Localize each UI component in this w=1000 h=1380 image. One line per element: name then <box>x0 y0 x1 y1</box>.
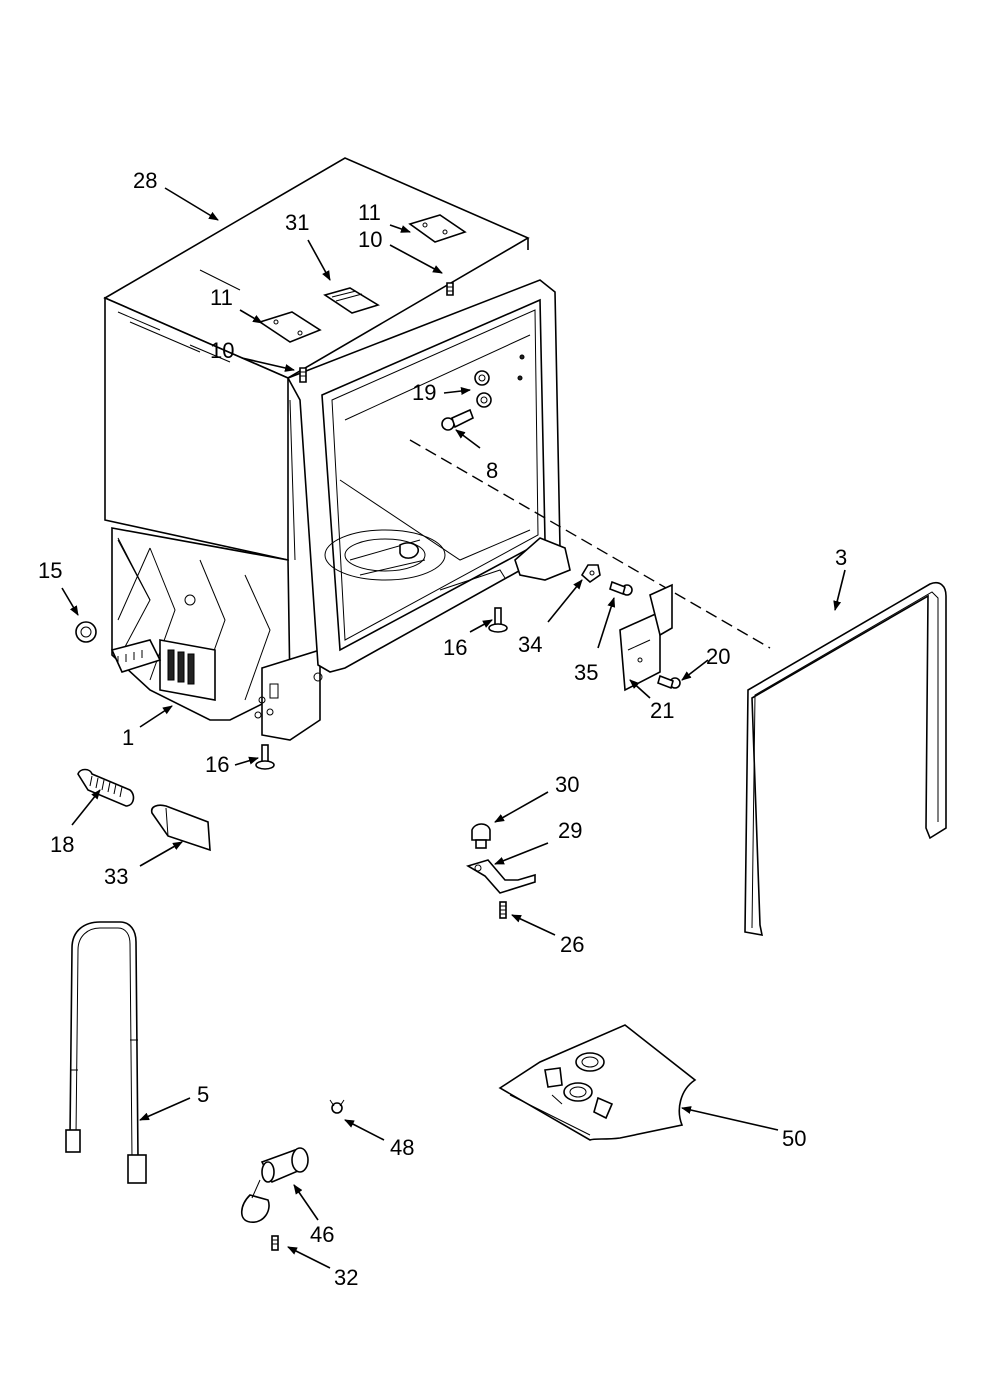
callout-35: 35 <box>574 660 598 685</box>
callout-18: 18 <box>50 832 74 857</box>
callout-11-upper: 11 <box>358 200 381 225</box>
callout-30: 30 <box>555 772 579 797</box>
callout-26: 26 <box>560 932 584 957</box>
part-16-leveling-leg-right <box>488 607 508 633</box>
part-18-spring <box>77 768 135 807</box>
tub-front-frame <box>286 279 571 682</box>
callout-34: 34 <box>518 632 542 657</box>
part-21-bracket <box>619 583 673 692</box>
callout-11-lower: 11 <box>210 285 233 310</box>
callout-10-upper: 10 <box>358 227 382 252</box>
callout-19: 19 <box>412 380 436 405</box>
part-30-thermostat <box>471 823 491 849</box>
callout-1: 1 <box>122 725 134 750</box>
part-3-door-gasket <box>744 581 947 936</box>
part-11-bracket-lower <box>258 311 322 343</box>
callout-10-lower: 10 <box>210 338 234 363</box>
callout-15: 15 <box>38 558 62 583</box>
part-8-screw <box>441 408 475 431</box>
part-11-bracket-upper <box>408 214 467 243</box>
part-19-rollers <box>474 354 525 408</box>
part-26-screw <box>499 901 507 919</box>
callout-33: 33 <box>104 864 128 889</box>
part-46-drain-connector <box>240 1147 309 1223</box>
callout-32: 32 <box>334 1265 358 1290</box>
callout-20: 20 <box>706 644 730 669</box>
callout-16-right: 16 <box>443 635 467 660</box>
part-15-leveling-foot <box>75 621 97 643</box>
callout-29: 29 <box>558 818 582 843</box>
callout-16-left: 16 <box>205 752 229 777</box>
callout-8: 8 <box>486 458 498 483</box>
part-29-bracket <box>466 859 536 894</box>
callout-48: 48 <box>390 1135 414 1160</box>
part-20-screw <box>657 674 681 690</box>
part-50-parts-bag <box>498 1024 697 1141</box>
part-10-screw-lower <box>299 367 307 383</box>
assembly-centerline <box>409 439 771 649</box>
part-16-leveling-leg-left <box>255 744 275 770</box>
callout-21: 21 <box>650 698 674 723</box>
callout-46: 46 <box>310 1222 334 1247</box>
part-32-screw <box>271 1235 279 1251</box>
callout-50: 50 <box>782 1126 806 1151</box>
part-35-screw <box>609 580 633 596</box>
callout-3: 3 <box>835 545 847 570</box>
callout-leaders <box>61 187 846 1269</box>
callout-31: 31 <box>285 210 309 235</box>
part-34-clip <box>580 564 601 584</box>
tub-assembly <box>103 157 530 741</box>
callout-5: 5 <box>197 1082 209 1107</box>
part-31-pad <box>323 287 380 314</box>
part-48-clamp <box>329 1099 345 1114</box>
part-10-screw-upper <box>446 282 454 296</box>
part-5-wire-harness <box>65 921 147 1184</box>
part-33-pad <box>150 804 211 852</box>
callout-labels: 28 11 31 10 11 10 19 8 3 15 16 34 20 35 … <box>38 168 847 1290</box>
callout-28: 28 <box>133 168 157 193</box>
